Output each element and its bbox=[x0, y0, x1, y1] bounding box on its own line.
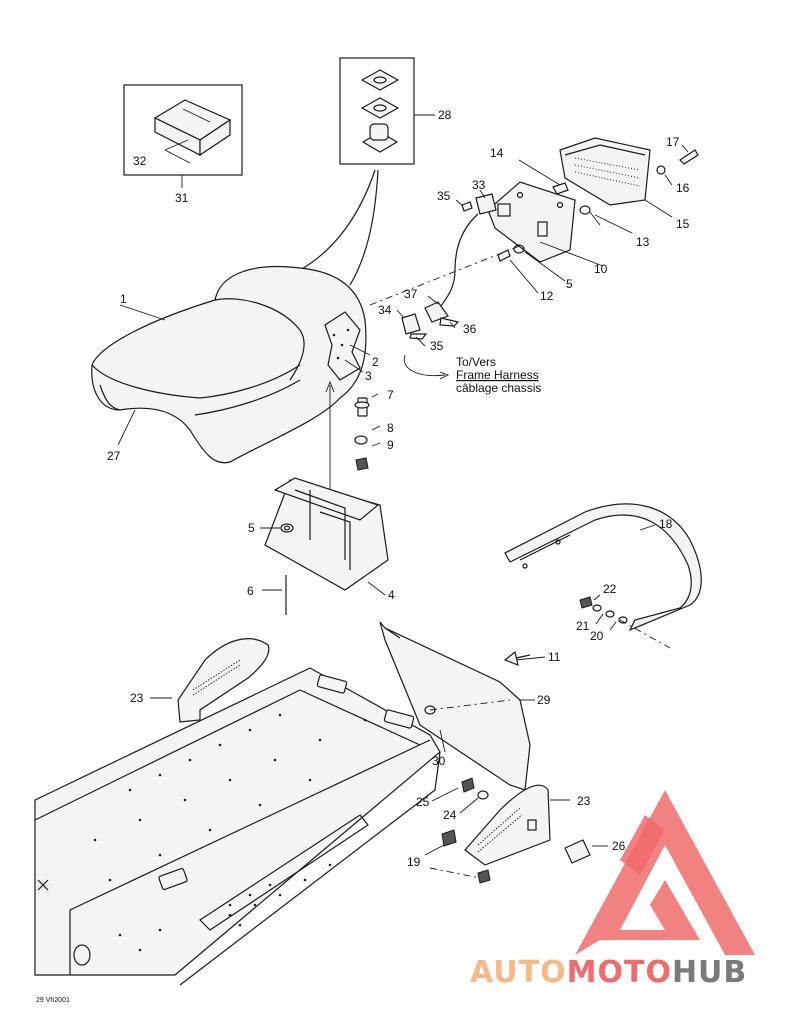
callout-17: 17 bbox=[666, 135, 680, 149]
callout-31: 31 bbox=[175, 191, 189, 205]
callout-18: 18 bbox=[659, 517, 673, 531]
callout-19: 19 bbox=[407, 855, 421, 869]
callout-2: 2 bbox=[372, 355, 379, 369]
callout-24: 24 bbox=[443, 808, 457, 822]
callout-7: 7 bbox=[387, 388, 394, 402]
callout-26: 26 bbox=[612, 839, 626, 853]
callout-8: 8 bbox=[387, 421, 394, 435]
callout-11: 11 bbox=[548, 650, 561, 664]
callout-labels: 1 2 3 4 5 5 6 7 8 9 10 11 12 13 14 15 16… bbox=[107, 108, 690, 869]
callout-30: 30 bbox=[432, 754, 446, 768]
figure-code: 29 Vh2001 bbox=[36, 997, 70, 1004]
harness-note-line3: câblage chassis bbox=[456, 381, 541, 395]
grab-handle-assembly bbox=[504, 503, 702, 649]
callout-3: 3 bbox=[365, 369, 372, 383]
callout-23-left: 23 bbox=[130, 691, 144, 705]
taillight-assembly bbox=[396, 137, 699, 380]
callout-9: 9 bbox=[387, 438, 394, 452]
callout-27: 27 bbox=[107, 449, 121, 463]
watermark-triangle-logo bbox=[575, 790, 755, 955]
callout-1: 1 bbox=[120, 292, 127, 306]
callout-6: 6 bbox=[247, 584, 254, 598]
callout-36: 36 bbox=[463, 322, 477, 336]
watermark-text-hub: HUB bbox=[672, 955, 747, 990]
harness-note-line1: To/Vers bbox=[456, 355, 496, 369]
callout-12: 12 bbox=[540, 289, 554, 303]
harness-note: To/Vers Frame Harness câblage chassis bbox=[456, 355, 541, 395]
callout-32: 32 bbox=[133, 154, 147, 168]
callout-34: 34 bbox=[378, 303, 392, 317]
automotohub-watermark: AUTOMOTOHUB bbox=[470, 790, 755, 990]
callout-14: 14 bbox=[490, 146, 504, 160]
callout-20: 20 bbox=[590, 629, 604, 643]
callout-28: 28 bbox=[438, 108, 452, 122]
battery-box-assembly bbox=[260, 380, 389, 615]
callout-13: 13 bbox=[636, 235, 650, 249]
mud-flap-assembly bbox=[379, 621, 546, 791]
callout-5-taillight: 5 bbox=[566, 277, 573, 291]
callout-29: 29 bbox=[537, 693, 551, 707]
callout-25: 25 bbox=[416, 795, 430, 809]
callout-35-bottom: 35 bbox=[430, 339, 444, 353]
callout-21: 21 bbox=[576, 619, 590, 633]
callout-35-top: 35 bbox=[437, 189, 451, 203]
harness-note-line2: Frame Harness bbox=[456, 368, 539, 382]
callout-5-battery: 5 bbox=[248, 521, 255, 535]
tunnel-frame bbox=[34, 667, 441, 986]
watermark-text-moto: MOTO bbox=[567, 955, 672, 990]
callout-37: 37 bbox=[404, 287, 418, 301]
callout-16: 16 bbox=[676, 181, 690, 195]
svg-text:AUTOMOTOHUB: AUTOMOTOHUB bbox=[470, 955, 747, 990]
side-cover-assembly bbox=[150, 638, 608, 884]
watermark-text-auto: AUTO bbox=[470, 955, 567, 990]
latch-detail-box bbox=[299, 57, 435, 286]
seat-assembly bbox=[91, 235, 546, 464]
callout-22: 22 bbox=[603, 582, 617, 596]
callout-23-right: 23 bbox=[577, 794, 591, 808]
callout-15: 15 bbox=[676, 217, 690, 231]
callout-10: 10 bbox=[594, 262, 608, 276]
callout-4: 4 bbox=[388, 588, 395, 602]
callout-33: 33 bbox=[472, 178, 486, 192]
storage-bag-detail-box bbox=[123, 84, 243, 188]
